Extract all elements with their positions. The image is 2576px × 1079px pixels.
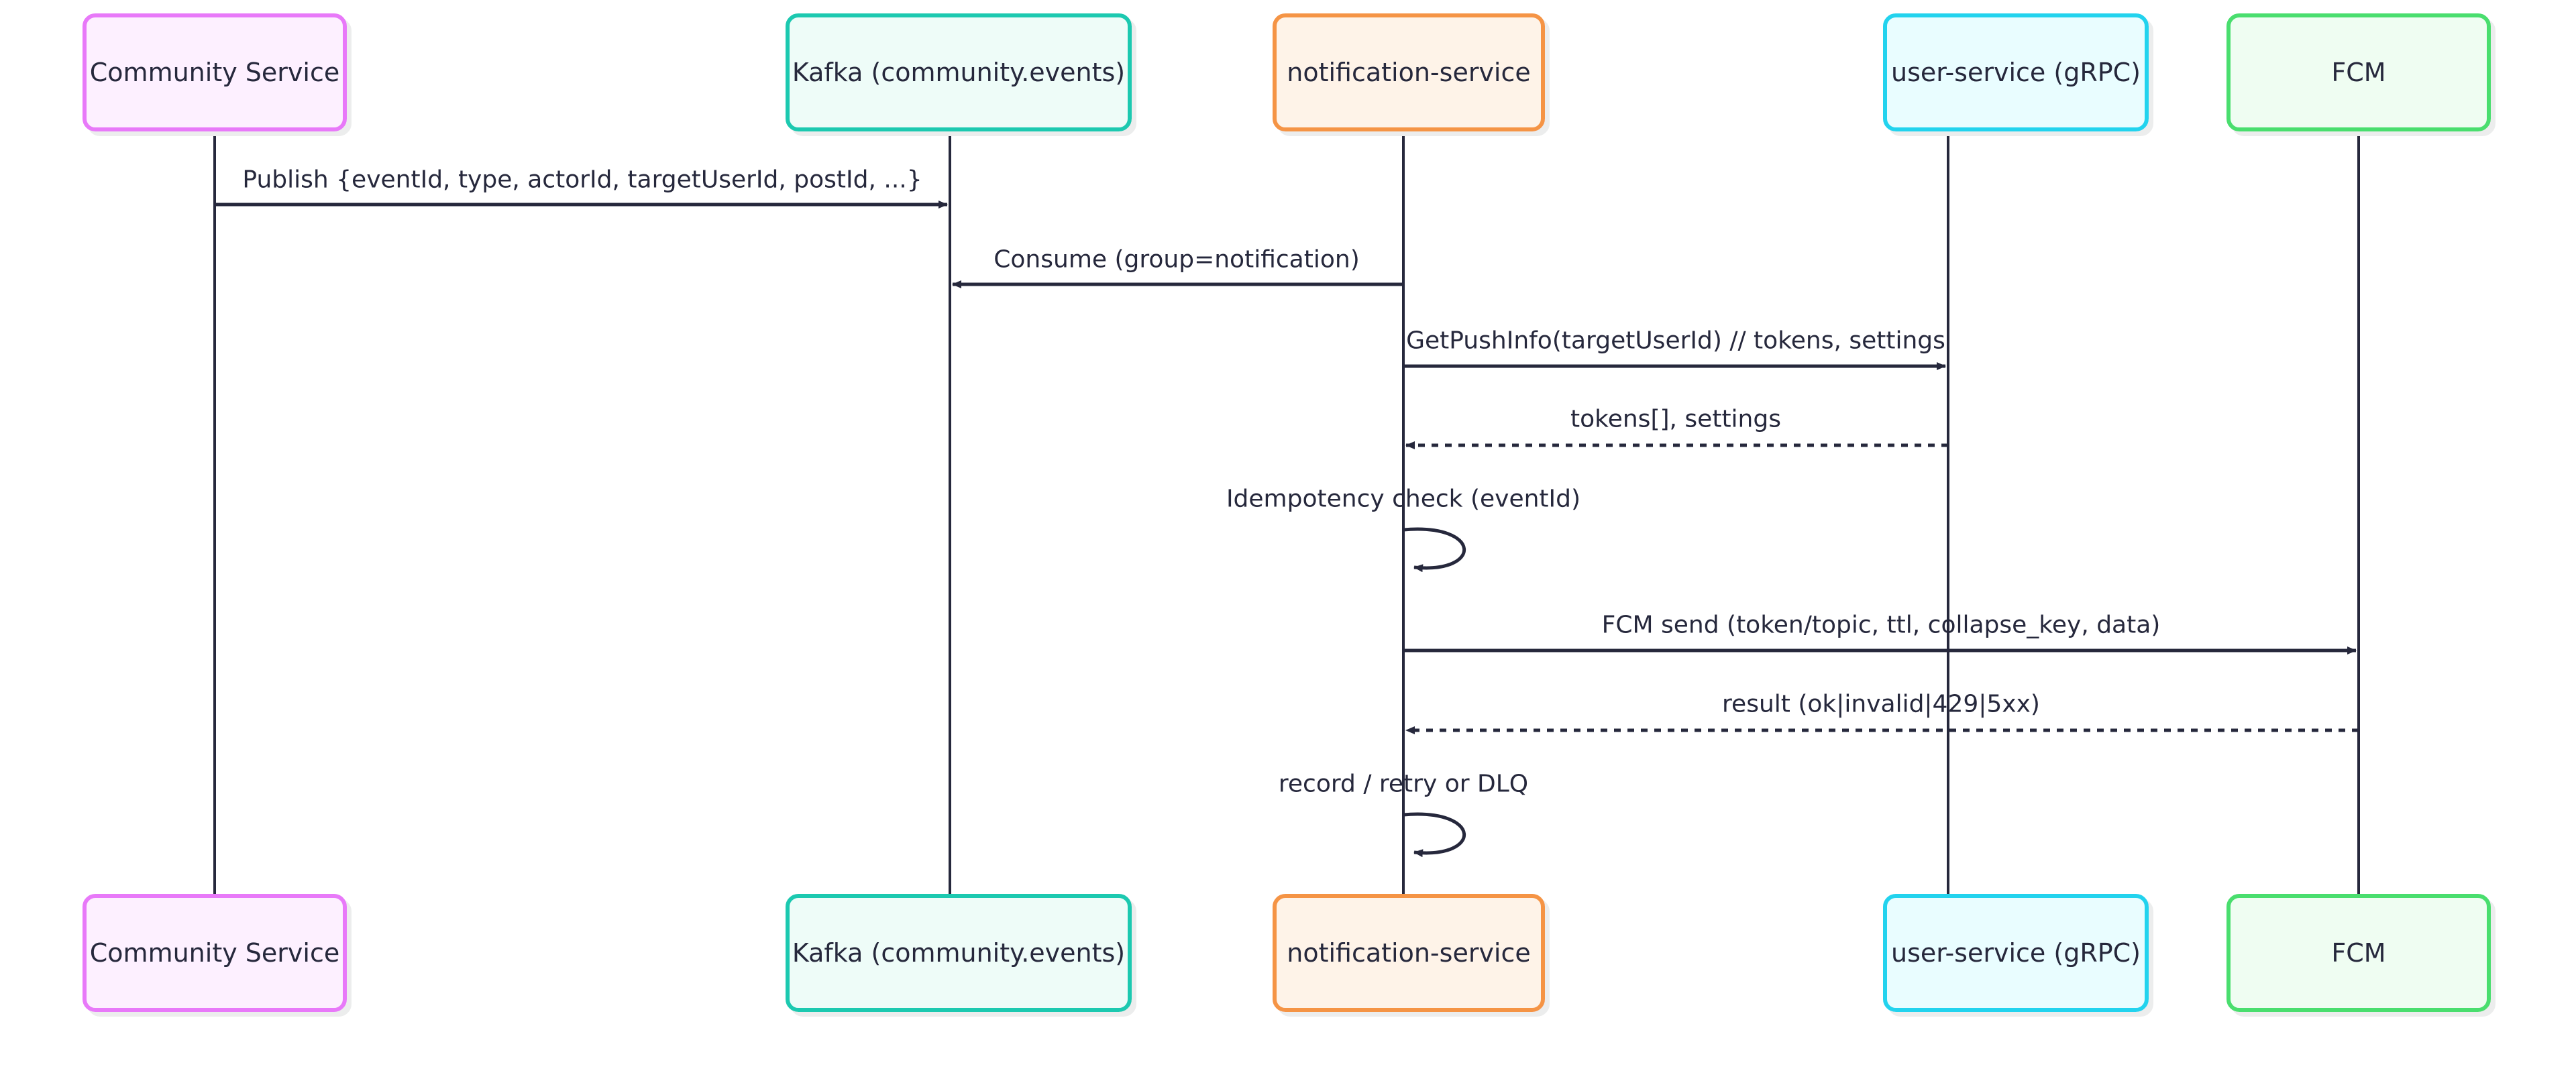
actor-box-user-service-bottom[interactable] (1883, 894, 2149, 1012)
actor-label-notification-service-top: notification-service (1287, 58, 1531, 87)
actor-label-user-service-bottom: user-service (gRPC) (1891, 938, 2141, 968)
lifelines-group (213, 129, 2360, 896)
actor-label-user-service-top: user-service (gRPC) (1891, 58, 2141, 87)
message-arrow-record-retry-dlq[interactable] (1403, 812, 1466, 858)
actor-label-fcm-bottom: FCM (2331, 938, 2386, 968)
message-label-fcm-result: result (ok|invalid|429|5xx) (1722, 690, 2040, 718)
message-arrow-idempotency-check[interactable] (1403, 527, 1466, 573)
actor-label-fcm-top: FCM (2331, 58, 2386, 87)
messages-group (215, 201, 2359, 858)
actor-box-user-service-top[interactable] (1883, 13, 2149, 131)
actor-label-notification-service-bottom: notification-service (1287, 938, 1531, 968)
actor-boxes-group (83, 13, 2491, 1012)
actor-label-community-service-top: Community Service (89, 58, 340, 87)
message-label-fcm-send: FCM send (token/topic, ttl, collapse_key… (1601, 611, 2161, 639)
message-label-publish-event: Publish {eventId, type, actorId, targetU… (242, 166, 922, 194)
actor-label-community-service-bottom: Community Service (89, 938, 340, 968)
actor-box-kafka-bottom[interactable] (786, 894, 1132, 1012)
message-label-record-retry-dlq: record / retry or DLQ (1278, 770, 1529, 798)
actor-box-community-service-top[interactable] (83, 13, 347, 131)
actor-box-community-service-bottom[interactable] (83, 894, 347, 1012)
actor-box-notification-service-top[interactable] (1273, 13, 1545, 131)
actor-box-fcm-top[interactable] (2226, 13, 2491, 131)
actor-label-kafka-bottom: Kafka (community.events) (792, 938, 1126, 968)
actor-box-fcm-bottom[interactable] (2226, 894, 2491, 1012)
actor-box-kafka-top[interactable] (786, 13, 1132, 131)
actor-box-notification-service-bottom[interactable] (1273, 894, 1545, 1012)
actor-label-kafka-top: Kafka (community.events) (792, 58, 1126, 87)
message-label-consume-event: Consume (group=notification) (994, 245, 1360, 274)
message-label-idempotency-check: Idempotency check (eventId) (1226, 485, 1581, 513)
message-label-tokens-settings-reply: tokens[], settings (1570, 405, 1781, 433)
message-label-get-push-info: GetPushInfo(targetUserId) // tokens, set… (1406, 327, 1945, 355)
